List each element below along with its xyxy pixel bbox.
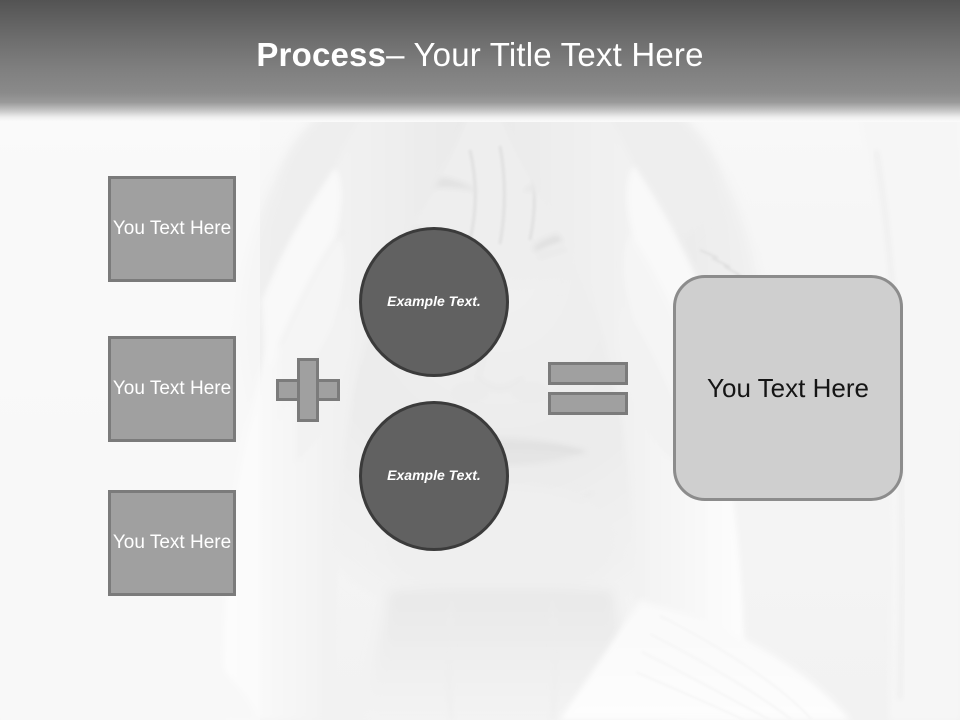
equals-icon-bottom-bar [548, 392, 628, 415]
input-box-3-label: You Text Here [112, 532, 232, 554]
input-box-3[interactable]: You Text Here [108, 490, 236, 596]
input-box-1[interactable]: You Text Here [108, 176, 236, 282]
page-title-rest: – Your Title Text Here [386, 36, 704, 73]
example-circle-2[interactable]: Example Text. [359, 401, 509, 551]
input-box-2-label: You Text Here [112, 378, 232, 400]
title-bar [0, 0, 960, 122]
plus-icon-center [300, 382, 316, 398]
equals-icon-top-bar [548, 362, 628, 385]
plus-icon [276, 358, 340, 422]
example-circle-1-label: Example Text. [387, 293, 481, 310]
result-box-label: You Text Here [707, 372, 869, 403]
input-box-1-label: You Text Here [112, 218, 232, 240]
example-circle-1[interactable]: Example Text. [359, 227, 509, 377]
page-title-strong: Process [256, 36, 387, 73]
input-box-2[interactable]: You Text Here [108, 336, 236, 442]
result-box[interactable]: You Text Here [673, 275, 903, 501]
page-title: Process – Your Title Text Here [0, 0, 960, 110]
example-circle-2-label: Example Text. [387, 467, 481, 484]
